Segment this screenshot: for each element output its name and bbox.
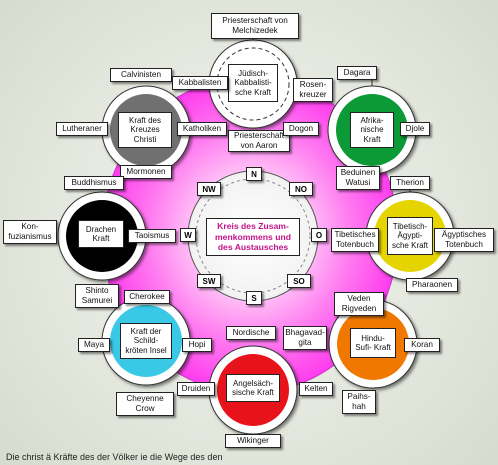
label-maya: Maya (78, 338, 110, 352)
label-calvinisten: Calvinisten (110, 68, 172, 82)
force-afrika: Afrika- nische Kraft (350, 112, 394, 148)
force-angel: Angelsäch- sische Kraft (226, 374, 280, 402)
label-tibet-totenbuch: Tibetisches Totenbuch (331, 228, 379, 252)
label-rosenkreuzer: Rosen- kreuzer (293, 78, 333, 102)
label-taoismus: Taoismus (128, 229, 176, 243)
label-dogon: Dogon (283, 122, 319, 136)
label-mormonen: Mormonen (120, 165, 172, 179)
label-hopi: Hopi (182, 338, 212, 352)
label-koran: Koran (404, 338, 440, 352)
label-pharaonen: Pharaonen (406, 278, 458, 292)
label-dagara: Dagara (337, 66, 377, 80)
force-hindu: Hindu- Sufi- Kraft (350, 328, 396, 358)
label-melchizedek: Priesterschaft von Melchizedek (211, 13, 299, 39)
label-cherokee: Cherokee (124, 290, 170, 304)
label-djole: Djole (400, 122, 430, 136)
label-therion: Therion (390, 176, 430, 190)
force-juedisch: Jüdisch- Kabbalisti- sche Kraft (228, 64, 278, 102)
direction-nw: NW (197, 182, 221, 196)
label-buddhismus: Buddhismus (64, 176, 124, 190)
direction-sw: SW (197, 274, 221, 288)
direction-s: S (246, 291, 262, 305)
label-paihs: Paihs- hah (342, 390, 376, 414)
label-nordische: Nordische (226, 326, 276, 340)
force-schild: Kraft der Schild- kröten Insel (120, 323, 172, 359)
center-circle-label: Kreis des Zusam- menkommens und des Aust… (206, 218, 300, 256)
direction-n: N (246, 167, 262, 181)
label-konfuzianismus: Kon- fuzianismus (3, 220, 57, 244)
label-cheyenne: Cheyenne Crow (116, 392, 174, 416)
label-kabbalisten: Kabbalisten (172, 76, 228, 90)
label-beduinen: Beduinen Watusi (336, 166, 380, 190)
direction-w: W (180, 228, 196, 242)
label-kelten: Kelten (299, 382, 333, 396)
force-kreuz: Kraft des Kreuzes Christi (118, 112, 172, 148)
label-aegypt-totenbuch: Ägyptisches Totenbuch (434, 228, 494, 252)
label-aaron: Priesterschaft von Aaron (228, 130, 290, 152)
label-druiden: Druiden (177, 382, 215, 396)
force-drachen: Drachen Kraft (78, 220, 124, 248)
label-bhagavad: Bhagavad- gita (283, 326, 327, 350)
force-tibet: Tibetisch- Ägypti- sche Kraft (387, 217, 433, 255)
label-katholiken: Katholiken (177, 122, 227, 136)
caption-text: Die christ ä Kräfte des der Völker ie di… (6, 452, 223, 462)
label-lutheraner: Lutheraner (56, 122, 108, 136)
direction-o: O (311, 228, 327, 242)
inner-dashed-ring (195, 178, 311, 294)
label-veden: Veden Rigveden (334, 292, 384, 316)
label-shinto: Shinto Samurei (75, 284, 119, 308)
direction-so: SO (287, 274, 311, 288)
label-wikinger: Wikinger (225, 434, 281, 448)
direction-no: NO (289, 182, 313, 196)
